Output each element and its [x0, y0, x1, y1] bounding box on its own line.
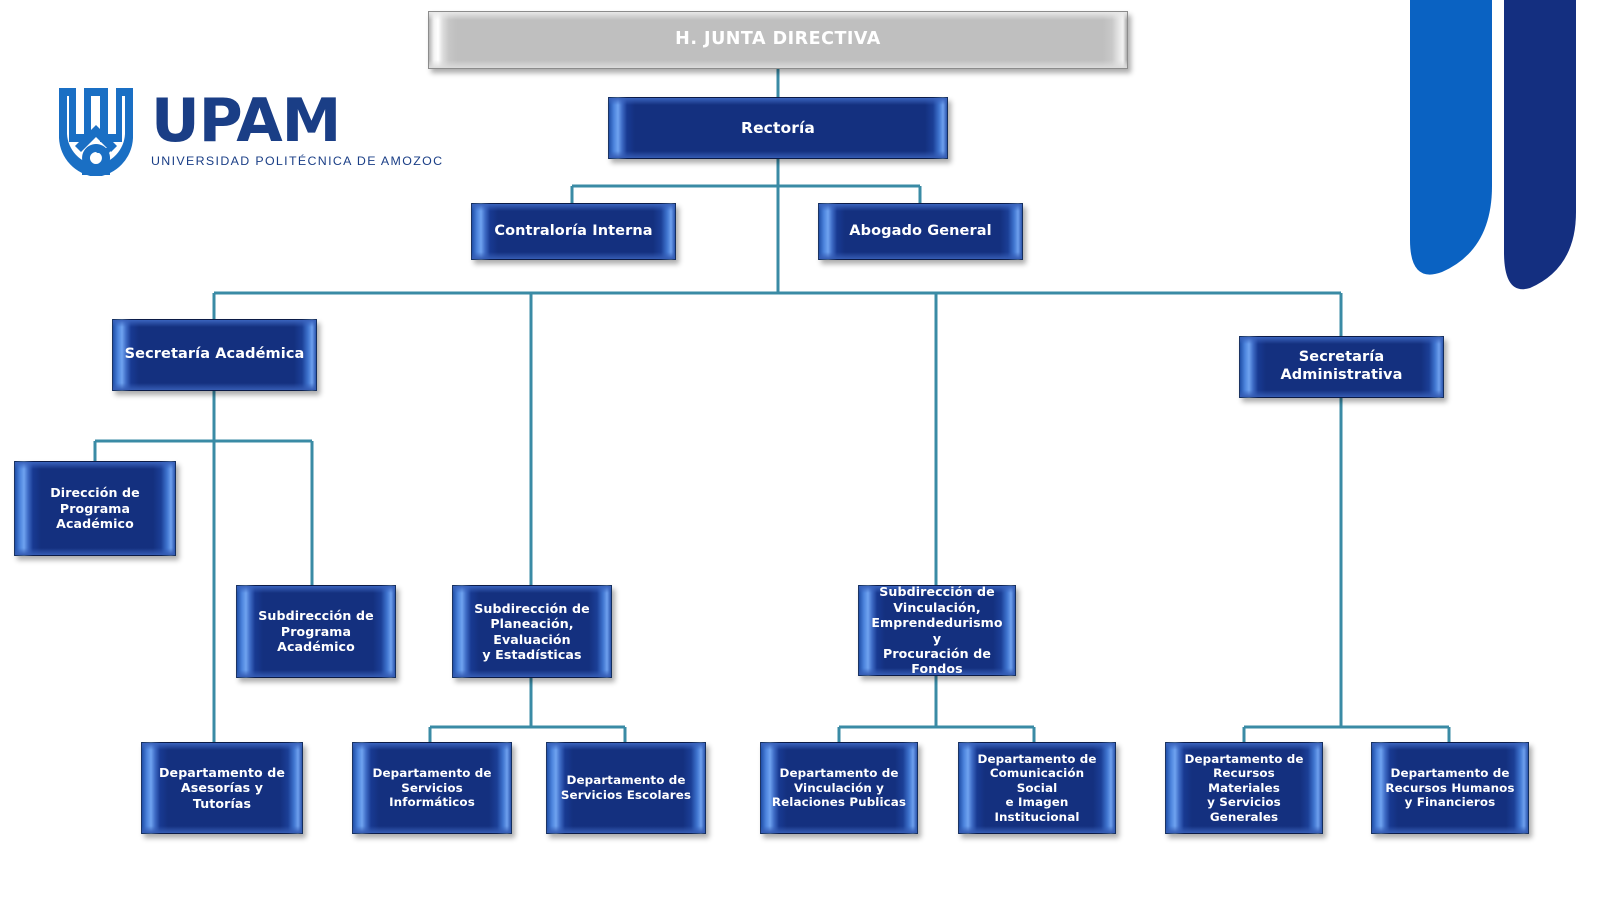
node-subdireccion-programa-academico[interactable]: Subdirección de Programa Académico — [236, 585, 396, 678]
logo-wordmark: UPAM — [151, 85, 341, 156]
node-departamento-servicios-escolares[interactable]: Departamento de Servicios Escolares — [546, 742, 706, 834]
corner-ribbon-decoration — [1410, 0, 1576, 290]
node-departamento-asesorias-tutorias[interactable]: Departamento de Asesorías y Tutorías — [141, 742, 303, 834]
upam-logo: UPAM UNIVERSIDAD POLITÉCNICA DE AMOZOC — [55, 80, 442, 180]
node-departamento-comunicacion-social[interactable]: Departamento de Comunicación Social e Im… — [958, 742, 1116, 834]
node-contraloria-interna[interactable]: Contraloría Interna — [471, 203, 676, 260]
node-departamento-recursos-humanos[interactable]: Departamento de Recursos Humanos y Finan… — [1371, 742, 1529, 834]
node-secretaria-administrativa[interactable]: Secretaría Administrativa — [1239, 336, 1444, 398]
ribbon-dark-icon — [1504, 0, 1576, 290]
node-h-junta-directiva[interactable]: H. JUNTA DIRECTIVA — [428, 11, 1128, 69]
upam-emblem-icon — [59, 88, 133, 176]
node-abogado-general[interactable]: Abogado General — [818, 203, 1023, 260]
ribbon-light-icon — [1410, 0, 1492, 275]
node-departamento-recursos-materiales[interactable]: Departamento de Recursos Materiales y Se… — [1165, 742, 1323, 834]
node-departamento-servicios-informaticos[interactable]: Departamento de Servicios Informáticos — [352, 742, 512, 834]
node-direccion-programa-academico[interactable]: Dirección de Programa Académico — [14, 461, 176, 556]
logo-text-block: UPAM UNIVERSIDAD POLITÉCNICA DE AMOZOC — [151, 85, 444, 168]
logo-subtitle: UNIVERSIDAD POLITÉCNICA DE AMOZOC — [151, 153, 444, 168]
node-departamento-vinculacion-relaciones-publicas[interactable]: Departamento de Vinculación y Relaciones… — [760, 742, 918, 834]
node-secretaria-academica[interactable]: Secretaría Académica — [112, 319, 317, 391]
node-rectoria[interactable]: Rectoría — [608, 97, 948, 159]
node-subdireccion-vinculacion[interactable]: Subdirección de Vinculación, Emprendedur… — [858, 585, 1016, 676]
node-subdireccion-planeacion[interactable]: Subdirección de Planeación, Evaluación y… — [452, 585, 612, 678]
